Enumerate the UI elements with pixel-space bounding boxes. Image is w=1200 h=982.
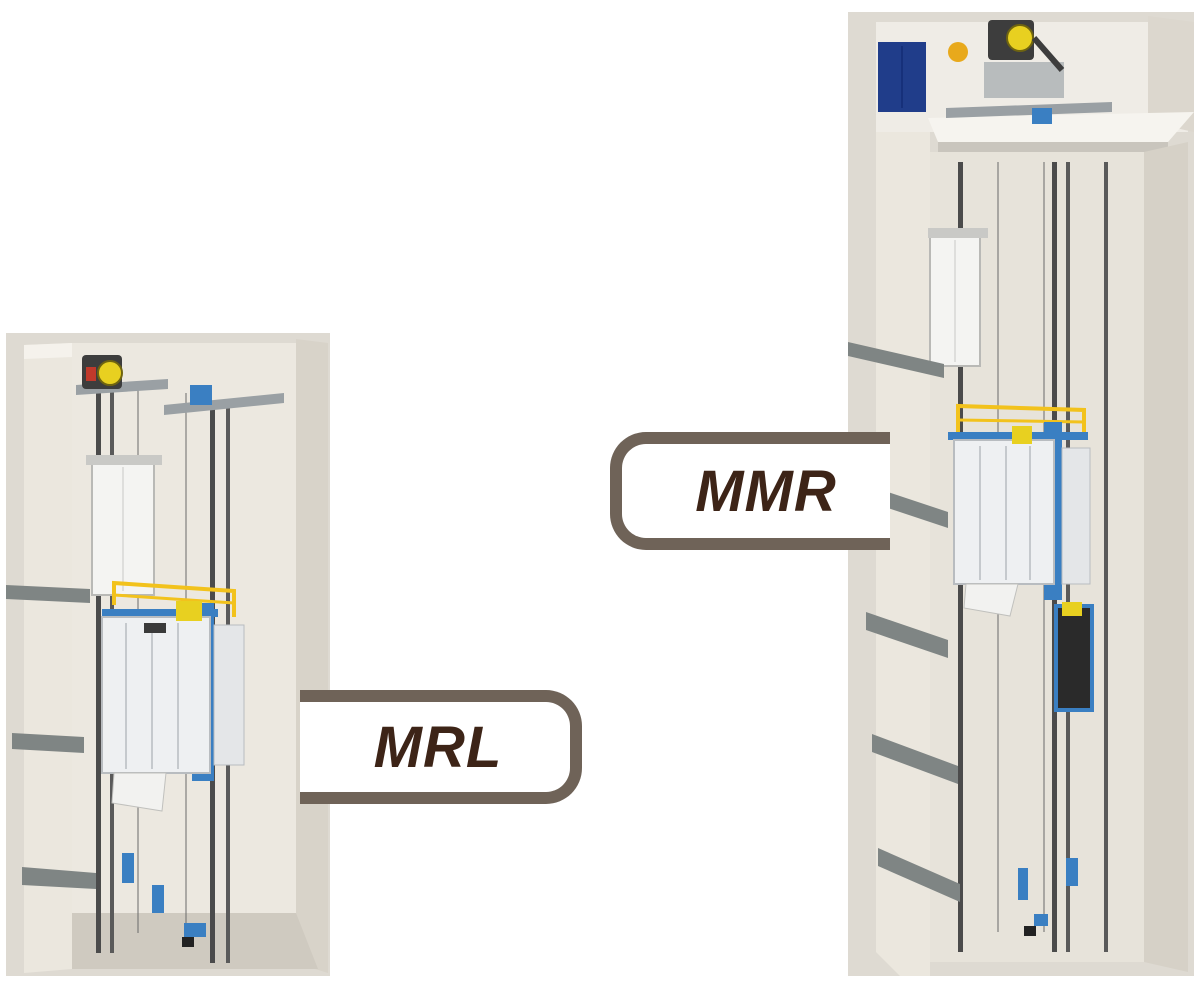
- mmr-label-callout: MMR: [610, 432, 890, 550]
- mmr-shaft-drawing: [848, 12, 1194, 976]
- mrl-label: MRL: [373, 714, 503, 780]
- mmr-label: MMR: [695, 458, 837, 524]
- mrl-shaft-drawing: [6, 333, 330, 976]
- mrl-elevator-illustration: [6, 333, 330, 976]
- mrl-label-callout: MRL: [300, 690, 582, 804]
- mmr-elevator-illustration: [848, 12, 1194, 976]
